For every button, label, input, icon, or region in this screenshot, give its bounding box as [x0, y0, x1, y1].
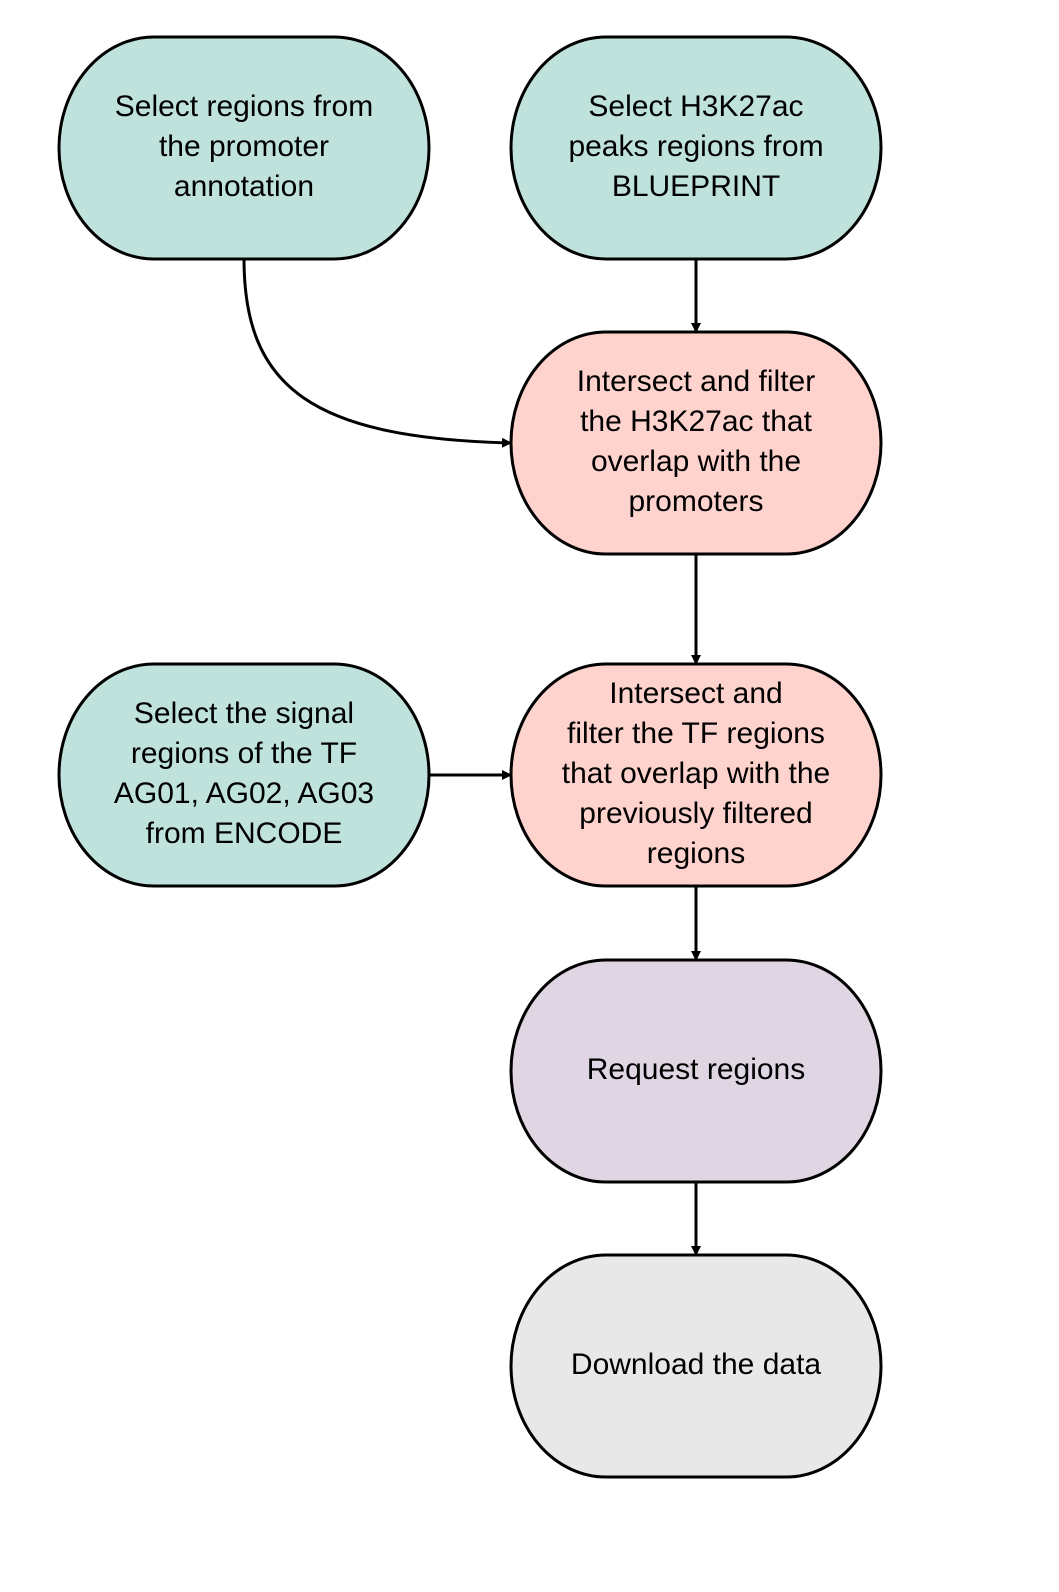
node-intersect1: Intersect and filter the H3K27ac that over…: [509, 330, 883, 556]
node-shape: [57, 662, 431, 888]
node-label-line: regions of the TF: [131, 737, 357, 770]
node-label-line: promoters: [628, 485, 763, 518]
node-label-line: Select the signal: [134, 697, 354, 730]
node-label-line: BLUEPRINT: [612, 170, 780, 203]
node-label-line: the H3K27ac that: [580, 405, 812, 438]
node-label-line: overlap with the: [591, 445, 801, 478]
arrow-promoter-to-intersect1: [242, 258, 512, 448]
node-download: Download the data: [509, 1253, 883, 1479]
node-label-line: the promoter: [159, 130, 329, 163]
node-label-line: previously filtered: [579, 797, 812, 830]
node-label-line: Intersect and: [609, 677, 782, 710]
node-label-line: Intersect and filter: [577, 365, 815, 398]
node-shape: [509, 330, 883, 556]
nodes: Select regions from the promoter annotatio…: [57, 35, 883, 1479]
node-label-line: Download the data: [571, 1348, 821, 1381]
node-label-line: annotation: [174, 170, 314, 203]
edges: [242, 258, 701, 1256]
node-shape: [57, 35, 431, 261]
node-tf: Select the signal regions of the TF AG01, …: [57, 662, 431, 888]
node-intersect2: Intersect and filter the TF regions that o…: [509, 662, 883, 888]
node-label-line: regions: [647, 837, 745, 870]
node-label-line: filter the TF regions: [567, 717, 825, 750]
node-shape: [509, 662, 883, 888]
node-label-line: peaks regions from: [568, 130, 823, 163]
node-shape: [509, 35, 883, 261]
node-label-line: Select H3K27ac: [588, 90, 803, 123]
node-label-line: Select regions from: [115, 90, 373, 123]
node-shape: [509, 958, 883, 1184]
node-shape: [509, 1253, 883, 1479]
node-label-line: AG01, AG02, AG03: [114, 777, 374, 810]
node-request: Request regions: [509, 958, 883, 1184]
node-h3k27ac: Select H3K27ac peaks regions fromBLUEPRIN…: [509, 35, 883, 261]
node-label-line: from ENCODE: [146, 817, 343, 850]
node-label-line: Request regions: [587, 1053, 805, 1086]
node-label-line: that overlap with the: [562, 757, 831, 790]
node-promoter: Select regions from the promoter annotatio…: [57, 35, 431, 261]
